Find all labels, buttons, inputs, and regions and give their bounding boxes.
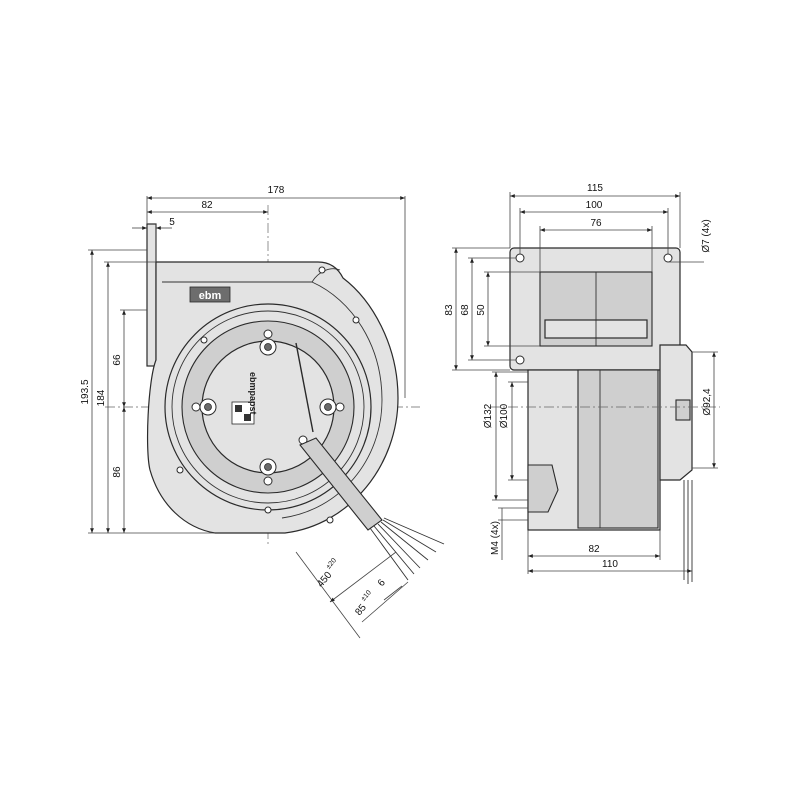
motor-ring-2 (171, 310, 365, 504)
housing-hole-e (318, 266, 326, 274)
housing-hole-top (263, 329, 273, 339)
wire-2 (373, 525, 415, 575)
dim-86: 86 (112, 466, 123, 478)
housing-hole-b (176, 466, 184, 474)
ebm-logo-plate (189, 286, 231, 303)
dim-76: 76 (590, 218, 602, 229)
ebmpapst-label: ebmpapst (248, 372, 258, 415)
dim-110: 110 (602, 559, 618, 570)
dim-115: 115 (587, 183, 603, 194)
dim-d7: Ø7 (4x) (701, 219, 712, 252)
wire-4 (380, 521, 429, 561)
dim-d132: Ø132 (483, 403, 494, 428)
dim-line-85 (361, 581, 409, 623)
screw-left-icon (204, 403, 212, 411)
dim-85: 85 (353, 602, 369, 618)
wire-1 (369, 527, 409, 581)
mounting-flange (146, 223, 157, 367)
housing-hole-c (352, 316, 360, 324)
dim-line-450 (329, 551, 397, 603)
plate-hole-tl (515, 253, 525, 263)
wire-3 (377, 523, 421, 569)
qr-block-2 (244, 414, 251, 421)
dim-m4: M4 (4x) (490, 521, 501, 555)
screw-right-icon (324, 403, 332, 411)
front-view: ebm ebmpapst (80, 185, 445, 639)
dim-83: 83 (444, 304, 455, 316)
dim-450-tol: ±20 (325, 557, 338, 570)
dim-d92-4: Ø92,4 (702, 388, 713, 416)
dim-66: 66 (112, 354, 123, 366)
volute-inner-line (162, 281, 383, 519)
dim-68: 68 (460, 304, 471, 316)
housing-hole-a (200, 336, 208, 344)
plate-hole-bl (515, 355, 525, 365)
dim-184: 184 (96, 389, 107, 406)
plate-hole-tr (663, 253, 673, 263)
dim-82-front: 82 (201, 200, 213, 211)
dim-6: 6 (376, 577, 388, 589)
dim-100: 100 (586, 200, 603, 211)
dim-82-side: 82 (588, 544, 600, 555)
dim-193-5: 193.5 (80, 379, 91, 404)
ebm-logo-text: ebm (199, 290, 222, 302)
dim-50: 50 (476, 304, 487, 316)
side-cable-gland (527, 464, 559, 513)
dim-85-group: 85 ±10 (353, 589, 373, 618)
housing-hole-d (326, 516, 334, 524)
wire-5 (382, 519, 437, 553)
dim-line-6 (383, 585, 403, 601)
dim-178: 178 (268, 185, 285, 196)
dim-d100: Ø100 (499, 403, 510, 428)
side-impeller (577, 369, 659, 529)
rotation-arrow-line (295, 342, 314, 433)
ext-line-cable (295, 551, 361, 639)
dim-85-tol: ±10 (360, 589, 373, 602)
screw-bottom-icon (264, 463, 272, 471)
housing-hole-left (191, 402, 201, 412)
dim-6-group: 6 (376, 577, 388, 589)
side-view: 115 100 76 Ø7 (4x) 83 68 50 Ø132 (444, 183, 720, 584)
motor-clip (675, 399, 691, 421)
cable-sleeve (299, 437, 383, 531)
housing-hole-bottom (263, 476, 273, 486)
qr-block-1 (235, 405, 242, 412)
cable-bundle (299, 437, 445, 581)
dim-5: 5 (169, 217, 175, 228)
dim-450-group: 450 ±20 (315, 557, 338, 590)
housing-hole-right (335, 402, 345, 412)
dim-450: 450 (315, 570, 334, 590)
screw-top-icon (264, 343, 272, 351)
wire-6 (383, 517, 445, 545)
housing-hole-f (264, 506, 272, 514)
